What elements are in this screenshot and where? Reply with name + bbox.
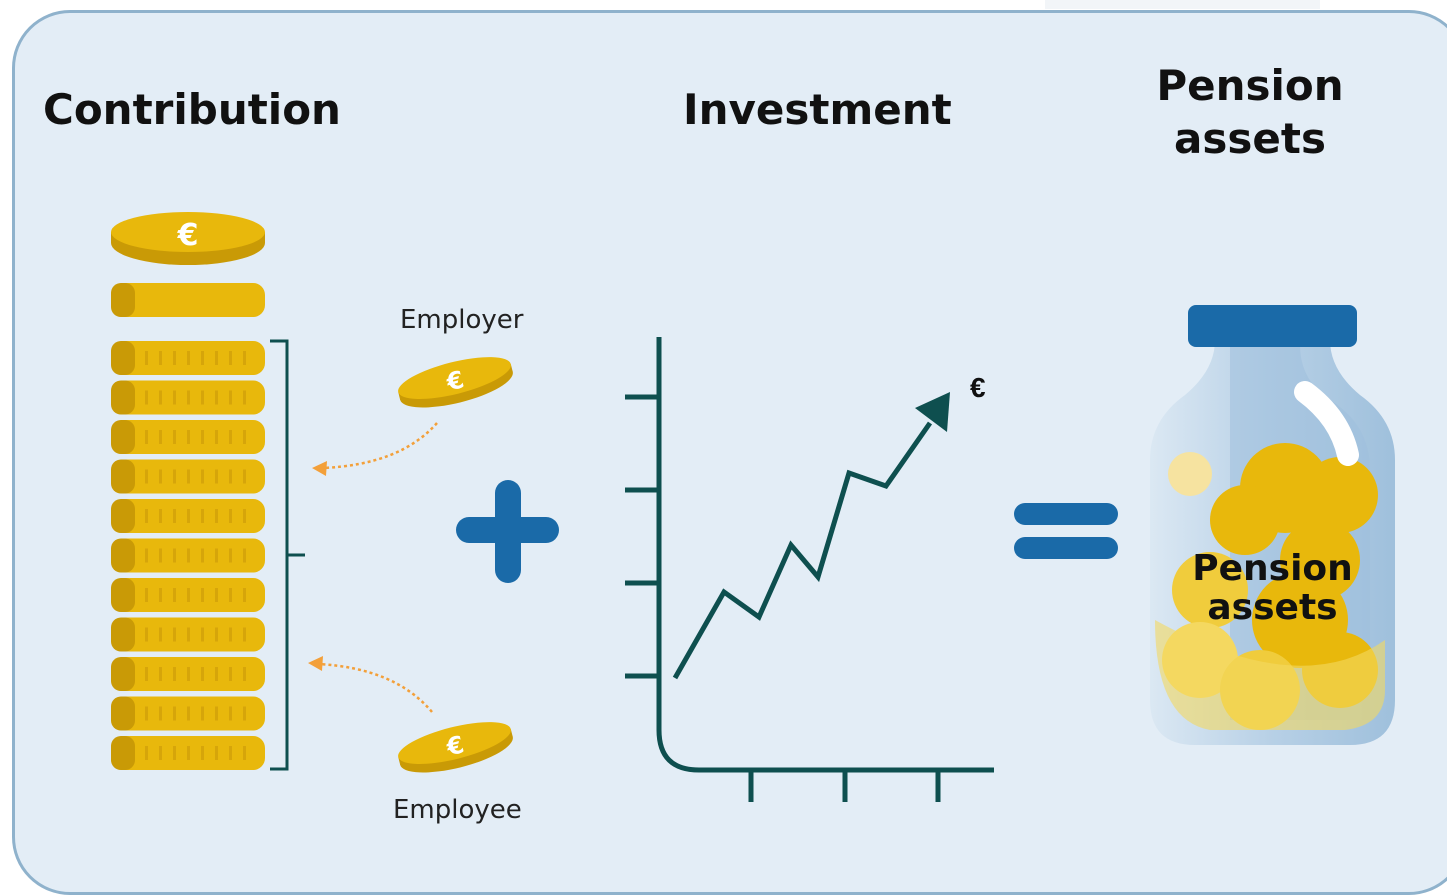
employee-arrow <box>308 656 433 713</box>
svg-text:€: € <box>177 218 199 253</box>
jar-pension-assets-label: Pension assets <box>1192 548 1353 628</box>
stack-coin <box>111 736 265 770</box>
coin-stack <box>111 283 265 770</box>
chart-euro-label: € <box>970 372 986 403</box>
stack-coin <box>111 341 265 375</box>
contribution-heading: Contribution <box>43 85 341 134</box>
stack-coin <box>111 657 265 691</box>
y-ticks <box>625 394 659 679</box>
top-right-strip <box>1045 0 1320 9</box>
stack-coin <box>111 578 265 612</box>
employer-euro-coin-icon: € <box>398 357 513 408</box>
stack-coin <box>111 538 265 573</box>
growth-arrowhead <box>915 392 950 432</box>
employee-label: Employee <box>393 795 522 825</box>
investment-heading: Investment <box>683 85 952 134</box>
stack-coin <box>111 380 265 415</box>
jar-lid <box>1188 305 1357 347</box>
contribution-bracket <box>270 339 305 771</box>
plus-icon <box>456 480 559 583</box>
employee-euro-coin-icon: € <box>398 722 513 773</box>
growth-line <box>672 421 933 680</box>
svg-text:€: € <box>443 730 467 761</box>
investment-chart <box>625 337 994 802</box>
stack-coin <box>111 617 265 652</box>
employer-arrow <box>312 422 438 476</box>
jar-icon <box>1150 305 1395 745</box>
stack-coin <box>111 420 265 454</box>
svg-text:€: € <box>443 365 467 396</box>
pension-assets-heading: Pension assets <box>1156 61 1344 163</box>
stack-coin <box>111 499 265 533</box>
chart-axes <box>656 337 994 773</box>
x-ticks <box>748 770 941 802</box>
stack-coin <box>111 696 265 731</box>
stack-coin <box>111 283 265 317</box>
employer-label: Employer <box>400 305 524 335</box>
top-euro-coin-icon: € <box>111 212 265 265</box>
equals-icon <box>1014 503 1118 559</box>
stack-coin <box>111 459 265 494</box>
